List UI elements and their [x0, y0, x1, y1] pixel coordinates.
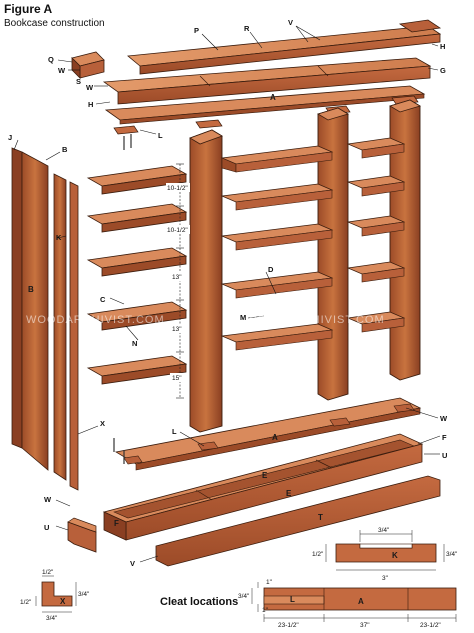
spacing-1: 10-1/2" [167, 185, 188, 192]
k-top-width: 3/4" [378, 527, 390, 534]
label-l-top: L [158, 131, 163, 140]
label-v-bottom: V [130, 559, 135, 568]
cleat-locations-detail: 1" 3/4" 1" 23-1/2" 37" 23-1/2" L A [238, 579, 457, 629]
label-m: M [240, 313, 246, 322]
label-d: D [268, 265, 274, 274]
cleat-height: 3/4" [238, 593, 250, 600]
label-g: G [440, 66, 446, 75]
label-j: J [8, 133, 12, 142]
cleat-seg-1: 23-1/2" [278, 622, 299, 629]
label-w-right: W [440, 414, 448, 423]
spacing-4: 13" [172, 326, 182, 333]
shelf-spacing-dimensions: 10-1/2" 10-1/2" 13" 13" 15" [166, 163, 190, 399]
label-w-left: W [44, 495, 52, 504]
label-u-right: U [442, 451, 447, 460]
cleat-seg-2: 37" [360, 622, 370, 629]
leader-lines [13, 25, 441, 563]
x-right: 3/4" [78, 591, 90, 598]
label-x: X [100, 419, 105, 428]
label-a-bottom: A [272, 433, 278, 442]
top-molding-assembly [71, 19, 442, 150]
cleat-label-a: A [358, 597, 364, 606]
k-length: 3" [382, 575, 389, 582]
x-top: 1/2" [42, 569, 54, 576]
cleat-bottom-gap: 1" [262, 607, 269, 614]
x-profile-detail: 1/2" 3/4" 1/2" 3/4" X [20, 569, 90, 622]
label-a-top: A [270, 93, 276, 102]
label-t: T [318, 513, 323, 522]
cleat-locations-title: Cleat locations [160, 596, 239, 608]
label-b-side: B [28, 285, 34, 294]
cleat-label-l: L [290, 595, 295, 604]
x-detail-label: X [60, 597, 66, 606]
figure-subtitle: Bookcase construction [4, 18, 105, 29]
label-b-top: B [62, 145, 68, 154]
label-s: S [76, 77, 81, 86]
label-w-top2: W [86, 83, 94, 92]
label-u-left: U [44, 523, 49, 532]
watermark-left: WOODARCHIVIST.COM [26, 314, 165, 326]
label-e-1: E [262, 471, 268, 480]
figure-title: Figure A [4, 2, 53, 16]
k-right-height: 3/4" [446, 551, 458, 558]
x-bottom: 3/4" [46, 615, 58, 622]
label-f-right: F [442, 433, 447, 442]
k-profile-detail: 3/4" 1/2" 3/4" 3" K [312, 527, 458, 582]
label-l-bottom: L [172, 427, 177, 436]
label-q: Q [48, 55, 54, 64]
spacing-5: 15" [172, 375, 182, 382]
cleat-seg-3: 23-1/2" [420, 622, 441, 629]
label-f-left: F [114, 519, 119, 528]
label-k: K [56, 233, 62, 242]
base-assembly [67, 397, 441, 567]
label-w-top: W [58, 66, 66, 75]
spacing-3: 13" [172, 274, 182, 281]
cleat-top-gap: 1" [266, 579, 273, 586]
spacing-2: 10-1/2" [167, 227, 188, 234]
label-h-left: H [88, 100, 93, 109]
label-n: N [132, 339, 137, 348]
label-h-top: H [440, 42, 445, 51]
label-v-top: V [288, 18, 293, 27]
label-c: C [100, 295, 106, 304]
label-p: P [194, 26, 199, 35]
loose-shelves [86, 165, 188, 385]
part-labels: P R V H G Q W S W H A L J B B K C N D M … [8, 18, 448, 568]
watermark-right: WOODARCHIVIST.COM [246, 314, 385, 326]
main-carcass [189, 99, 421, 433]
left-side-panels [11, 147, 79, 491]
label-e-2: E [286, 489, 292, 498]
k-left-height: 1/2" [312, 551, 324, 558]
x-left: 1/2" [20, 599, 32, 606]
k-detail-label: K [392, 551, 398, 560]
label-r: R [244, 24, 250, 33]
